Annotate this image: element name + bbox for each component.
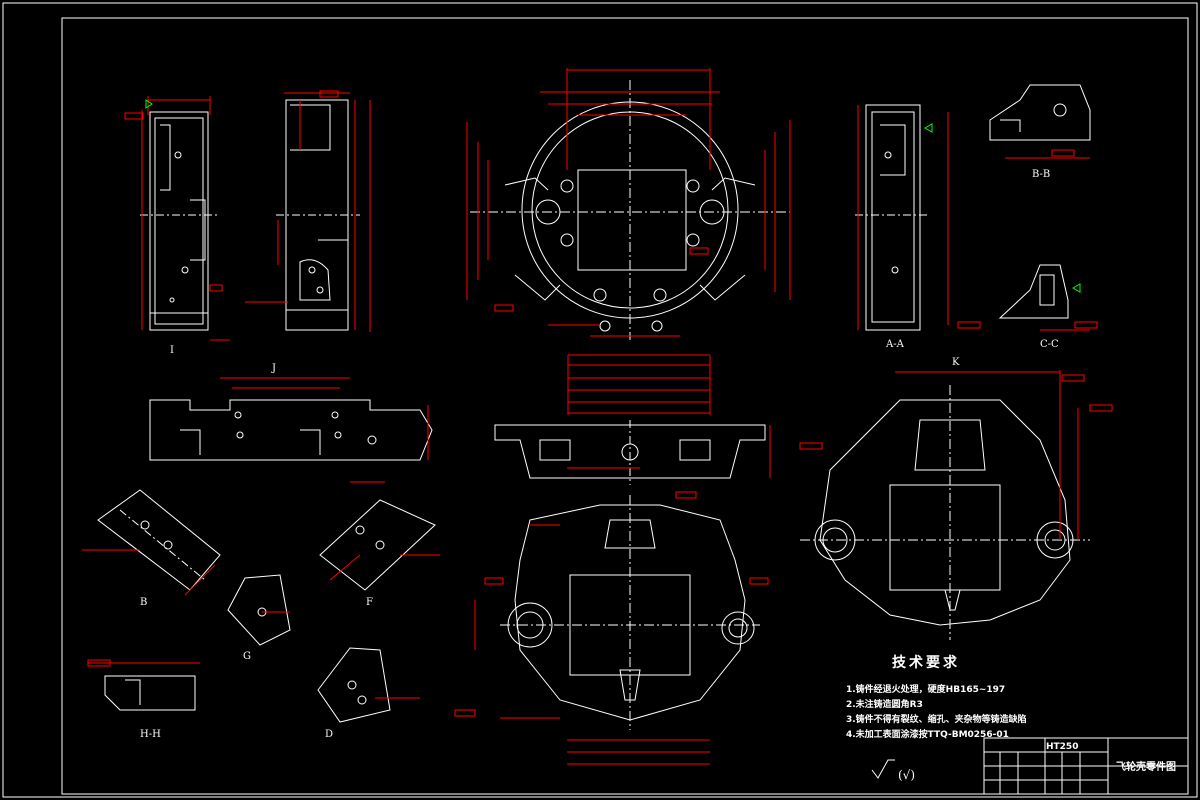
detail-g (227, 574, 291, 646)
view-label-j: J (272, 363, 277, 374)
view-label-f: F (366, 597, 373, 608)
view-i-dims (124, 96, 230, 341)
roughness-symbol (871, 759, 895, 779)
section-cc (998, 264, 1069, 319)
section-hh (104, 675, 196, 711)
tech-requirement-1: 1.铸件经退火处理，硬度HB165~197 (846, 685, 1006, 695)
lower-front-dims (454, 491, 769, 765)
title-block-part-name: 飞轮壳零件图 (1116, 762, 1176, 773)
section-cc-green (1071, 283, 1081, 293)
inner-frame (61, 17, 1189, 795)
view-label-cc: C-C (1040, 339, 1059, 350)
section-aa-dims (857, 105, 981, 330)
view-label-hh: H-H (140, 729, 161, 740)
view-j (149, 399, 433, 461)
view-label-b: B (140, 597, 148, 608)
title-block-material: HT250 (1046, 742, 1079, 752)
tech-requirement-4: 4.未加工表面涂漆按TTQ-BM0256-01 (846, 730, 1009, 740)
view-k (494, 420, 766, 485)
detail-b (97, 489, 221, 591)
section-aa-green (923, 123, 933, 133)
detail-f (319, 499, 436, 591)
view-i-green (145, 99, 153, 109)
tech-requirements-title: 技术要求 (892, 655, 960, 671)
side-view (276, 99, 360, 331)
view-k-dims (567, 425, 771, 478)
right-view (800, 385, 1090, 640)
view-label-aa: A-A (886, 339, 904, 350)
title-block (983, 737, 1189, 795)
main-view-dims (466, 68, 791, 415)
side-view-dims (245, 90, 371, 332)
tech-requirement-3: 3.铸件不得有裂纹、缩孔、夹杂物等铸造缺陷 (846, 715, 1027, 725)
view-label-d: D (325, 729, 334, 740)
detail-b-dims (82, 549, 216, 596)
section-aa (855, 104, 930, 331)
detail-f-dims (329, 554, 440, 581)
view-label-i: I (170, 345, 174, 356)
section-bb-dims (1005, 149, 1090, 159)
tech-requirement-2: 2.未注铸造圆角R3 (846, 700, 923, 710)
view-i (140, 111, 220, 331)
main-view (470, 80, 790, 340)
view-j-dims (220, 377, 429, 483)
roughness-note: (√) (898, 768, 916, 782)
view-label-k: K (952, 357, 960, 368)
view-label-bb: B-B (1032, 169, 1051, 180)
detail-d (317, 647, 391, 723)
section-bb (989, 84, 1091, 141)
section-hh-dims (87, 659, 200, 667)
section-cc-dims (1040, 321, 1098, 331)
view-label-g: G (243, 651, 251, 662)
right-view-dims (799, 370, 1113, 540)
lower-front-view (500, 495, 760, 730)
